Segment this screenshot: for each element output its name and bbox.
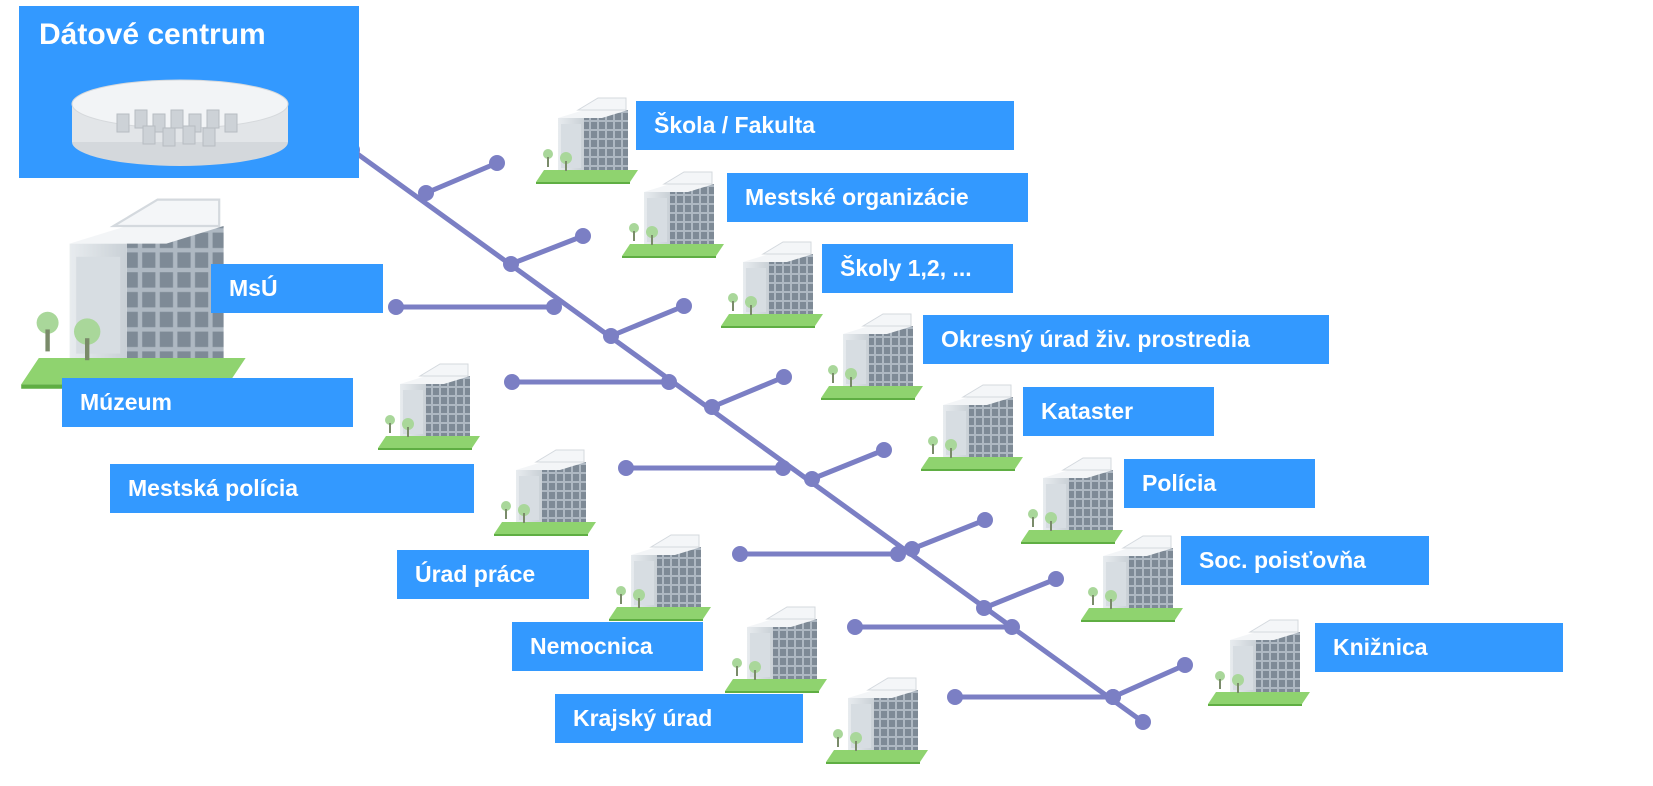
junction-node-krajsky-urad[interactable] — [1105, 689, 1121, 705]
building-icon-krajsky-urad — [825, 677, 929, 765]
branch-line-kniznica — [1110, 662, 1188, 700]
branch-line-policia — [909, 517, 988, 552]
branch-line-skola-fakulta — [423, 160, 500, 196]
building-icon-kniznica — [1207, 619, 1311, 707]
junction-node-mestska-policia[interactable] — [775, 460, 791, 476]
building-icon-skola-fakulta — [535, 97, 639, 185]
end-node-urad-prace[interactable] — [732, 546, 748, 562]
building-icon-skoly — [720, 241, 824, 329]
building-icon-mestske-organizacie — [621, 171, 725, 259]
end-node-policia[interactable] — [977, 512, 993, 528]
junction-node-nemocnica[interactable] — [1004, 619, 1020, 635]
junction-node-skola-fakulta[interactable] — [418, 185, 434, 201]
junction-node-policia[interactable] — [904, 541, 920, 557]
label-mestska-policia[interactable]: Mestská polícia — [110, 464, 474, 513]
label-msu[interactable]: MsÚ — [211, 264, 383, 313]
junction-node-urad-prace[interactable] — [890, 546, 906, 562]
end-node-okresny-urad[interactable] — [776, 369, 792, 385]
label-okresny-urad[interactable]: Okresný úrad živ. prostredia — [923, 315, 1329, 364]
trunk-end-node[interactable] — [1135, 714, 1151, 730]
branch-line-skoly — [608, 303, 687, 339]
junction-node-mestske-organizacie[interactable] — [503, 256, 519, 272]
branch-line-mestske-organizacie — [508, 233, 586, 267]
junction-node-soc-poistovna[interactable] — [976, 600, 992, 616]
end-node-mestske-organizacie[interactable] — [575, 228, 591, 244]
junction-node-muzeum[interactable] — [661, 374, 677, 390]
branch-line-okresny-urad — [709, 374, 787, 410]
label-kniznica[interactable]: Knižnica — [1315, 623, 1563, 672]
junction-node-msu[interactable] — [546, 299, 562, 315]
end-node-kniznica[interactable] — [1177, 657, 1193, 673]
end-node-soc-poistovna[interactable] — [1048, 571, 1064, 587]
label-soc-poistovna[interactable]: Soc. poisťovňa — [1181, 536, 1429, 585]
label-skoly[interactable]: Školy 1,2, ... — [822, 244, 1013, 293]
label-urad-prace[interactable]: Úrad práce — [397, 550, 589, 599]
junction-node-kataster[interactable] — [804, 471, 820, 487]
building-icon-urad-prace — [608, 534, 712, 622]
datacenter-title: Dátové centrum — [39, 18, 266, 51]
end-node-mestska-policia[interactable] — [618, 460, 634, 476]
end-node-kataster[interactable] — [876, 442, 892, 458]
label-nemocnica[interactable]: Nemocnica — [512, 622, 703, 671]
end-node-skoly[interactable] — [676, 298, 692, 314]
end-node-skola-fakulta[interactable] — [489, 155, 505, 171]
building-icon-policia — [1020, 457, 1124, 545]
label-muzeum[interactable]: Múzeum — [62, 378, 353, 427]
label-mestske-organizacie[interactable]: Mestské organizácie — [727, 173, 1028, 222]
branch-line-kataster — [809, 447, 887, 482]
branch-line-soc-poistovna — [981, 576, 1059, 611]
datacenter-icon — [71, 79, 289, 166]
datacenter-box[interactable]: Dátové centrum — [19, 6, 359, 178]
label-krajsky-urad[interactable]: Krajský úrad — [555, 694, 803, 743]
end-node-krajsky-urad[interactable] — [947, 689, 963, 705]
junction-node-okresny-urad[interactable] — [704, 399, 720, 415]
end-node-msu[interactable] — [388, 299, 404, 315]
building-icon-mestska-policia — [493, 449, 597, 537]
building-icon-soc-poistovna — [1080, 535, 1184, 623]
junction-node-skoly[interactable] — [603, 328, 619, 344]
label-policia[interactable]: Polícia — [1124, 459, 1315, 508]
label-skola-fakulta[interactable]: Škola / Fakulta — [636, 101, 1014, 150]
building-icon-okresny-urad — [820, 313, 924, 401]
end-node-nemocnica[interactable] — [847, 619, 863, 635]
building-icon-nemocnica — [724, 606, 828, 694]
building-icon-kataster — [920, 384, 1024, 472]
label-kataster[interactable]: Kataster — [1023, 387, 1214, 436]
end-node-muzeum[interactable] — [504, 374, 520, 390]
building-icon-muzeum — [377, 363, 481, 451]
